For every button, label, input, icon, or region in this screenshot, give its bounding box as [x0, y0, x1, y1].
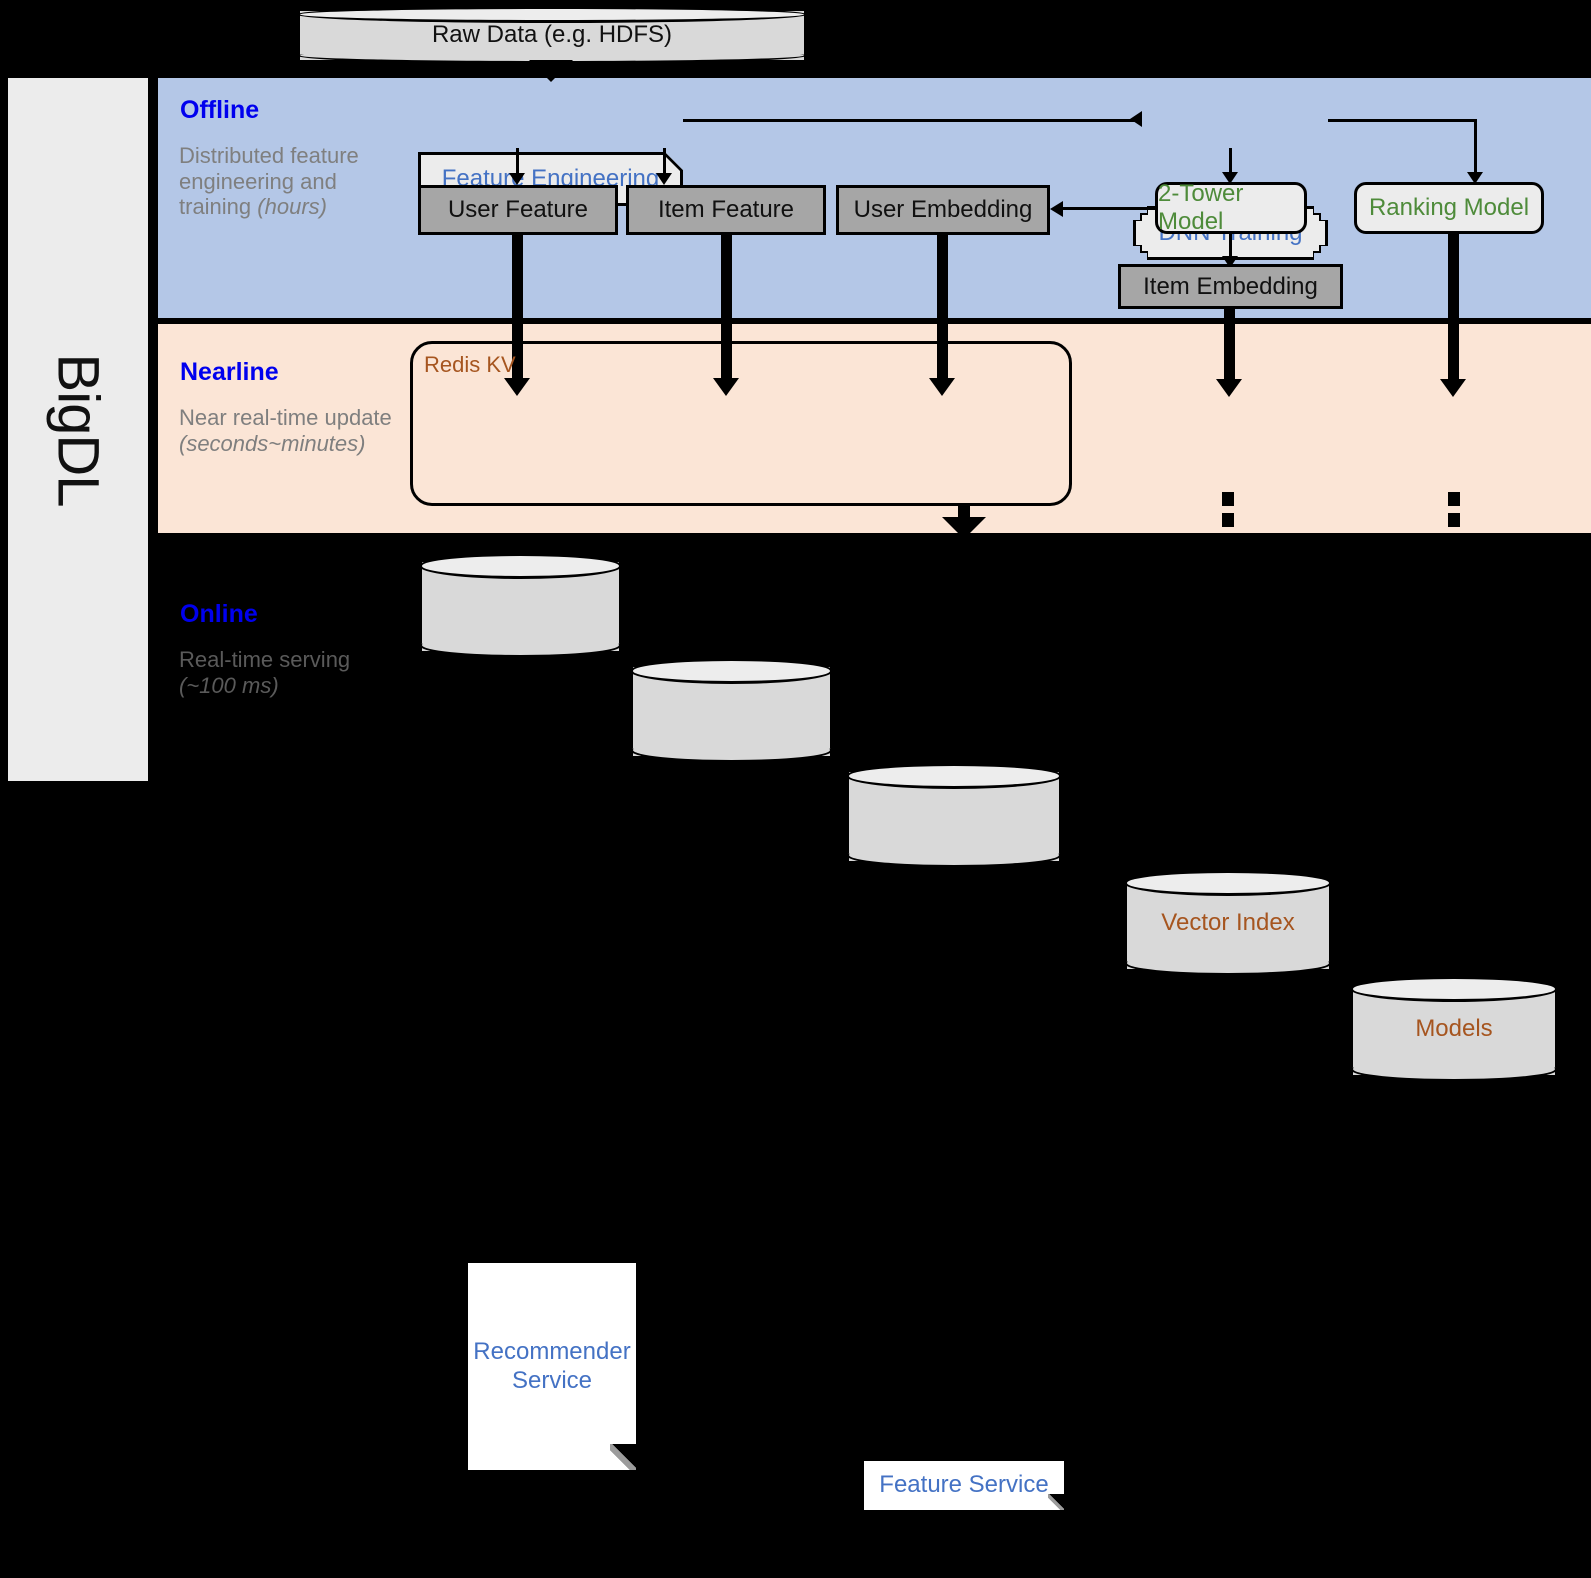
online-subtitle-italic: (~100 ms) — [179, 672, 279, 698]
store-models[interactable]: Models — [1350, 976, 1558, 1082]
band-online — [158, 539, 1591, 789]
arrow-twotower-userembed-head — [1050, 201, 1063, 217]
pipe-rankingmodel-models-head — [1440, 379, 1466, 397]
group-redis-kv-label: Redis KV — [424, 352, 516, 377]
arrow-fe-dnn-head — [1130, 111, 1142, 127]
nearline-subtitle: Near real-time update (seconds~minutes) — [179, 405, 409, 456]
pipe-userfeature-store — [512, 235, 523, 383]
arrow-dnn-ranking-head — [1467, 172, 1483, 184]
node-ranking-model[interactable]: Ranking Model — [1354, 182, 1544, 234]
offline-subtitle-italic: (hours) — [257, 194, 327, 220]
pipe-userembed-store-head — [929, 378, 955, 396]
store-vector-index[interactable]: Vector Index — [1124, 870, 1332, 976]
raw-data-label: Raw Data (e.g. HDFS) — [431, 21, 673, 48]
connector-vectorindex-stub-b — [1222, 513, 1234, 527]
pipe-itemfeature-store — [721, 235, 732, 383]
arrow-dnn-ranking-v — [1474, 119, 1477, 176]
pipe-itemembed-vectorindex — [1224, 309, 1235, 384]
pipe-itemfeature-store-head — [713, 378, 739, 396]
connector-vectorindex-stub-a — [1222, 492, 1234, 506]
store-models-label: Models — [1415, 1015, 1493, 1042]
nearline-title: Nearline — [180, 358, 279, 386]
pipe-userembed-store — [937, 235, 948, 383]
arrow-fe-userfeature-head — [509, 173, 525, 185]
framework-label: BigDL — [45, 353, 111, 506]
band-nearline — [158, 324, 1591, 533]
pipe-userfeature-store-head — [504, 378, 530, 396]
node-user-feature[interactable]: User Feature — [418, 185, 618, 235]
store-item-feature-label — [630, 658, 833, 763]
node-two-tower-model[interactable]: 2-Tower Model — [1155, 180, 1307, 235]
connector-models-stub-b — [1448, 513, 1460, 527]
node-item-feature[interactable]: Item Feature — [626, 185, 826, 235]
node-feature-service-label: Feature Service — [879, 1471, 1049, 1499]
node-item-embedding[interactable]: Item Embedding — [1118, 264, 1343, 309]
online-subtitle: Real-time serving (~100 ms) — [179, 647, 369, 698]
arrow-dnn-twotower-head — [1222, 172, 1238, 184]
store-user-feature-label — [419, 553, 622, 658]
node-recommender-service-label: Recommender Service — [473, 1337, 631, 1394]
raw-data-cylinder: Raw Data (e.g. HDFS) — [297, 6, 807, 64]
store-user-embedding[interactable] — [846, 763, 1062, 868]
diagram-canvas: BigDL Raw Data (e.g. HDFS) Offline Distr… — [8, 6, 1591, 1510]
store-user-feature[interactable] — [419, 553, 622, 658]
node-item-embedding-label: Item Embedding — [1143, 272, 1318, 300]
node-user-embedding[interactable]: User Embedding — [836, 185, 1050, 235]
cylinder-top — [846, 763, 1062, 789]
online-title: Online — [180, 600, 258, 628]
arrow-fe-itemfeature-line — [663, 148, 666, 177]
pipe-itemembed-vectorindex-head — [1216, 379, 1242, 397]
online-subtitle-plain: Real-time serving — [179, 647, 351, 672]
arrow-redis-featureservice-stub — [958, 506, 970, 519]
arrow-twotower-userembed-line — [1063, 207, 1158, 210]
node-feature-service[interactable]: Feature Service — [864, 1461, 1064, 1510]
arrow-dnn-twotower-line — [1229, 148, 1232, 176]
cylinder-top — [630, 658, 833, 684]
page-fold-icon — [1048, 1494, 1064, 1510]
arrow-fe-userfeature-line — [516, 148, 519, 177]
cylinder-top — [419, 553, 622, 579]
store-vector-index-label: Vector Index — [1161, 909, 1295, 936]
arrow-redis-featureservice-head — [942, 517, 986, 539]
nearline-subtitle-plain: Near real-time update — [179, 405, 392, 430]
node-two-tower-model-label: 2-Tower Model — [1158, 180, 1244, 235]
arrow-dnn-ranking-h — [1328, 119, 1477, 122]
framework-rail: BigDL — [8, 78, 148, 781]
node-recommender-service[interactable]: Recommender Service — [468, 1263, 636, 1470]
node-item-feature-label: Item Feature — [657, 196, 795, 223]
offline-subtitle: Distributed feature engineering and trai… — [179, 143, 379, 220]
group-redis-kv — [410, 341, 1072, 506]
arrow-twotower-itemembed-line — [1229, 234, 1232, 261]
store-item-feature[interactable] — [630, 658, 833, 763]
page-fold-icon — [610, 1444, 636, 1470]
offline-subtitle-plain: Distributed feature engineering and trai… — [179, 143, 359, 220]
node-user-feature-label: User Feature — [447, 196, 589, 223]
arrow-fe-dnn-line — [683, 119, 1135, 122]
arrow-rawdata-fe-head — [529, 60, 573, 82]
store-user-embedding-label — [846, 763, 1062, 868]
node-ranking-model-label: Ranking Model — [1368, 194, 1530, 221]
offline-title: Offline — [180, 96, 260, 124]
arrow-fe-itemfeature-head — [656, 173, 672, 185]
cylinder-top — [297, 6, 807, 24]
node-user-embedding-label: User Embedding — [853, 196, 1033, 223]
pipe-rankingmodel-models — [1448, 234, 1459, 384]
connector-models-stub-a — [1448, 492, 1460, 506]
nearline-subtitle-italic: (seconds~minutes) — [179, 430, 366, 456]
